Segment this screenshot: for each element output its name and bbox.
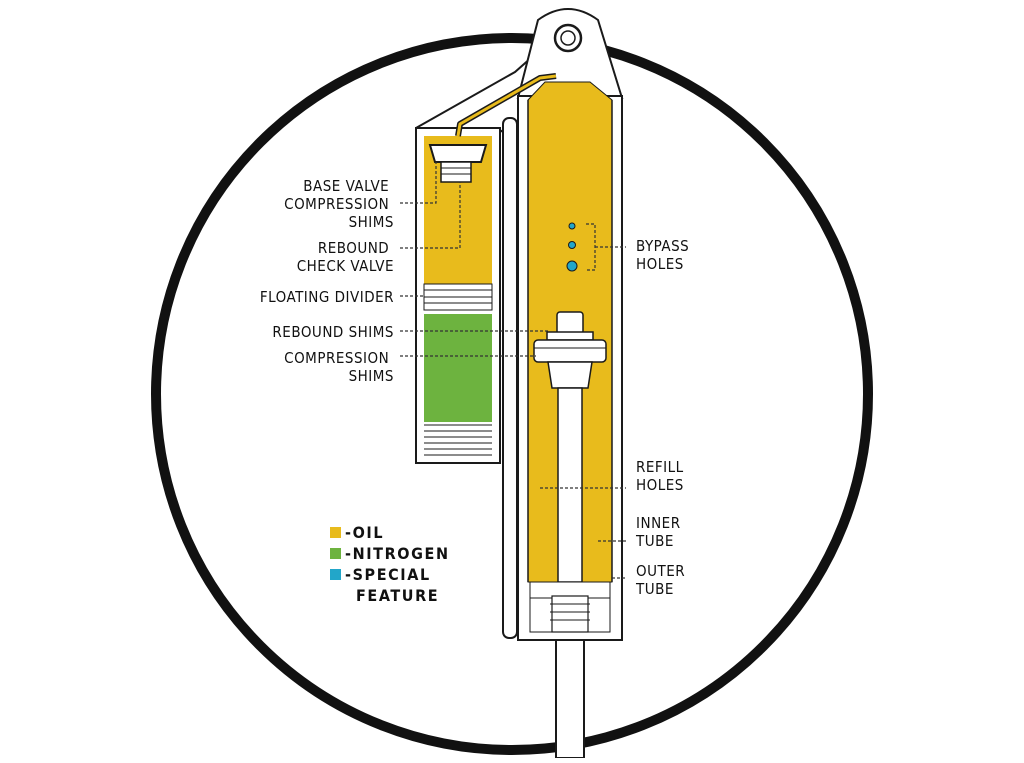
base-valve <box>430 145 486 162</box>
eyelet-bore <box>561 31 575 45</box>
legend: -OIL -NITROGEN -SPECIAL FEATURE <box>330 523 450 605</box>
legend-swatch-special-feature <box>330 569 341 580</box>
piston-rebound-shims <box>547 332 593 340</box>
bypass-hole-3 <box>567 261 577 271</box>
base-valve-stem <box>441 162 471 182</box>
label-bypass-holes: BYPASS HOLES <box>636 237 694 273</box>
legend-label-feature: FEATURE <box>356 586 439 605</box>
legend-swatch-oil <box>330 527 341 538</box>
legend-label-special: -SPECIAL <box>345 565 431 584</box>
shaft-exposed <box>556 640 584 758</box>
label-floating-divider: FLOATING DIVIDER <box>260 288 394 306</box>
hose-tube <box>503 118 517 638</box>
label-inner-tube: INNER TUBE <box>635 514 685 550</box>
piston-compression-shims <box>548 362 592 388</box>
piston <box>534 340 606 362</box>
piston-nut <box>557 312 583 334</box>
label-refill-holes: REFILL HOLES <box>636 458 688 494</box>
legend-label-nitrogen: -NITROGEN <box>345 544 450 563</box>
reservoir-nitrogen <box>424 314 492 422</box>
bypass-hole-2 <box>569 242 576 249</box>
shaft <box>558 388 582 582</box>
label-outer-tube: OUTER TUBE <box>635 562 690 598</box>
seal-head <box>530 582 610 632</box>
label-compression-shims: COMPRESSION SHIMS <box>284 349 394 385</box>
bypass-hole-1 <box>569 223 575 229</box>
label-rebound-check-valve: REBOUND CHECK VALVE <box>297 239 394 275</box>
label-rebound-shims: REBOUND SHIMS <box>272 323 394 341</box>
legend-swatch-nitrogen <box>330 548 341 559</box>
label-base-valve: BASE VALVE COMPRESSION SHIMS <box>284 177 394 231</box>
legend-label-oil: -OIL <box>345 523 384 542</box>
